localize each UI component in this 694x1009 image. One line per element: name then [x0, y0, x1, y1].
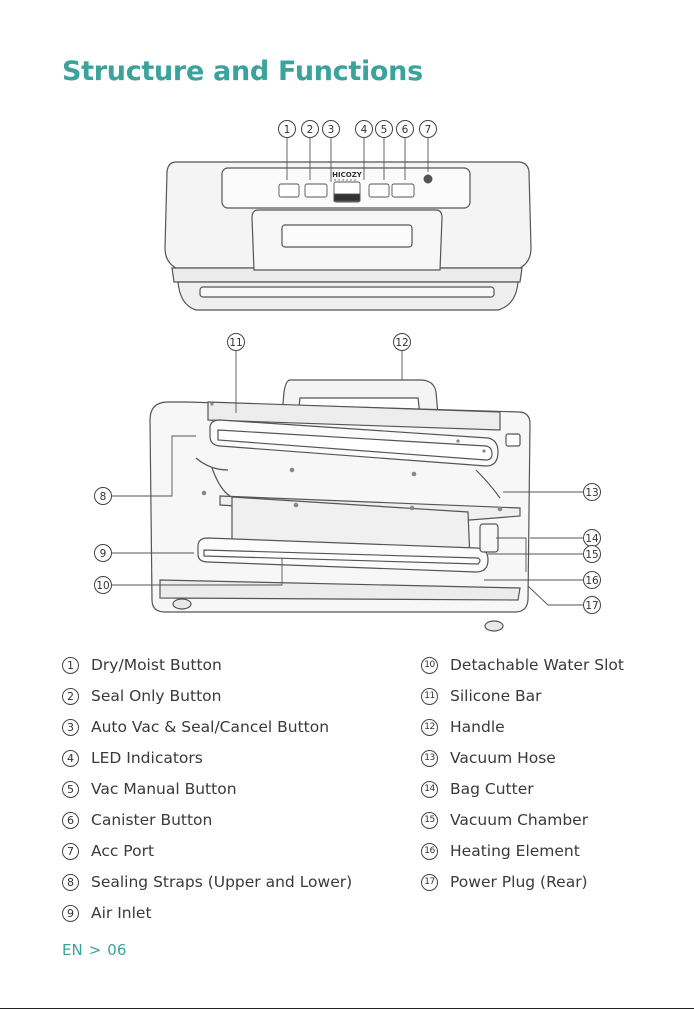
legend-label: Bag Cutter	[450, 780, 534, 798]
legend-number: 9	[62, 904, 79, 922]
legend-label: Silicone Bar	[450, 687, 542, 705]
legend-item: 12 Handle	[421, 716, 505, 738]
legend-label: Power Plug (Rear)	[450, 873, 588, 891]
callout-12: 12	[395, 337, 408, 349]
legend-number: 12	[421, 718, 438, 736]
legend-number: 8	[62, 873, 79, 891]
footer-language: EN	[62, 941, 83, 959]
callout-16: 16	[585, 575, 599, 587]
legend-number: 14	[421, 780, 438, 798]
sealer-open-view	[149, 379, 531, 632]
legend-label: LED Indicators	[91, 749, 203, 767]
legend-label: Vac Manual Button	[91, 780, 237, 798]
legend-item: 16 Heating Element	[421, 840, 580, 862]
product-diagram: HICOZY 1 2 3 4 5 6 7	[94, 120, 601, 632]
legend-label: Air Inlet	[91, 904, 152, 922]
legend-number: 3	[62, 718, 79, 736]
top-leaders	[286, 138, 429, 182]
side-callouts	[94, 333, 601, 614]
legend-number: 17	[421, 873, 438, 891]
legend-item: 11 Silicone Bar	[421, 685, 542, 707]
callout-15: 15	[585, 549, 598, 561]
legend-number: 10	[421, 656, 438, 674]
legend-label: Sealing Straps (Upper and Lower)	[91, 873, 353, 891]
inner-dots	[201, 402, 503, 512]
top-callouts	[278, 120, 437, 138]
legend-number: 6	[62, 811, 79, 829]
legend-label: Vacuum Hose	[450, 749, 556, 767]
page-footer: EN >06	[62, 941, 126, 959]
legend-number: 2	[62, 687, 79, 705]
legend-item: 6 Canister Button	[62, 809, 212, 831]
callout-5: 5	[381, 124, 388, 136]
legend-number: 7	[62, 842, 79, 860]
callout-17: 17	[585, 600, 598, 612]
legend-number: 13	[421, 749, 438, 767]
callout-13: 13	[585, 487, 598, 499]
legend-label: Canister Button	[91, 811, 213, 829]
sealer-top-view	[164, 161, 532, 311]
legend-item: 1 Dry/Moist Button	[62, 654, 222, 676]
legend-label: Acc Port	[91, 842, 155, 860]
brand-logo: HICOZY	[332, 171, 363, 179]
legend-label: Vacuum Chamber	[450, 811, 589, 829]
callout-14: 14	[585, 533, 599, 545]
legend-number: 16	[421, 842, 438, 860]
side-leaders	[112, 351, 584, 606]
legend-item: 17 Power Plug (Rear)	[421, 871, 588, 893]
legend-item: 3 Auto Vac & Seal/Cancel Button	[62, 716, 329, 738]
callout-10: 10	[96, 580, 109, 592]
page-title: Structure and Functions	[62, 56, 423, 87]
legend-number: 11	[421, 687, 438, 705]
callout-3: 3	[328, 124, 335, 136]
page-number: 06	[107, 941, 127, 959]
led-dots	[334, 179, 356, 181]
legend-label: Heating Element	[450, 842, 580, 860]
callout-8: 8	[100, 491, 107, 503]
legend-label: Dry/Moist Button	[91, 656, 222, 674]
legend-item: 9 Air Inlet	[62, 902, 152, 924]
legend-label: Auto Vac & Seal/Cancel Button	[91, 718, 330, 736]
legend-label: Detachable Water Slot	[450, 656, 624, 674]
legend-label: Handle	[450, 718, 505, 736]
legend-item: 5 Vac Manual Button	[62, 778, 237, 800]
control-panel	[278, 174, 433, 203]
legend-number: 5	[62, 780, 79, 798]
footer-separator: >	[88, 941, 102, 959]
legend-item: 2 Seal Only Button	[62, 685, 221, 707]
legend-item: 14 Bag Cutter	[421, 778, 534, 800]
legend-number: 15	[421, 811, 438, 829]
callout-6: 6	[402, 124, 409, 136]
legend-item: 15 Vacuum Chamber	[421, 809, 588, 831]
callout-7: 7	[425, 124, 432, 136]
legend-number: 4	[62, 749, 79, 767]
legend-number: 1	[62, 656, 79, 674]
callout-11: 11	[229, 337, 242, 349]
callout-4: 4	[361, 124, 368, 136]
legend-item: 4 LED Indicators	[62, 747, 203, 769]
legend-item: 8 Sealing Straps (Upper and Lower)	[62, 871, 352, 893]
callout-2: 2	[307, 124, 314, 136]
callout-9: 9	[100, 548, 107, 560]
callout-1: 1	[284, 124, 291, 136]
legend-item: 7 Acc Port	[62, 840, 154, 862]
legend-item: 10 Detachable Water Slot	[421, 654, 624, 676]
legend-item: 13 Vacuum Hose	[421, 747, 556, 769]
legend-label: Seal Only Button	[91, 687, 222, 705]
